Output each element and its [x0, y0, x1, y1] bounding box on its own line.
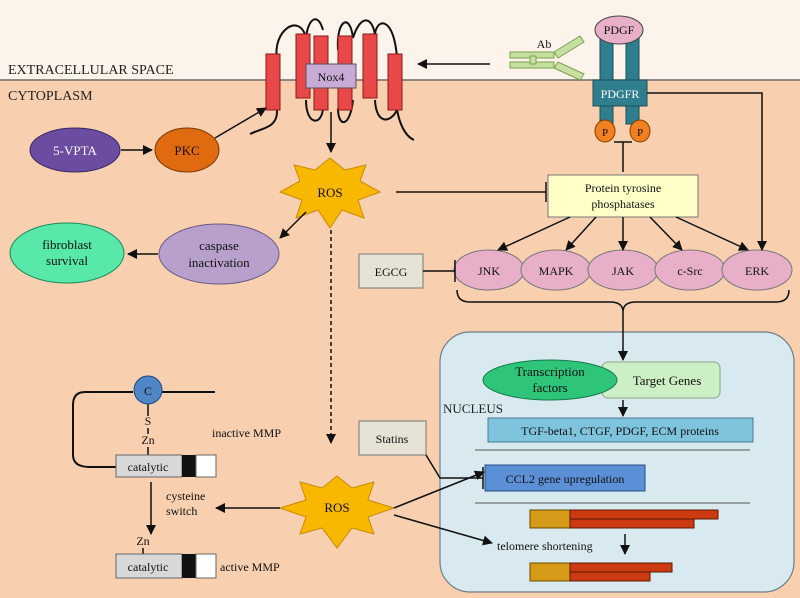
statins-label: Statins	[376, 432, 409, 446]
statins-box	[358, 420, 427, 456]
arrow-ptp-to-csrc	[649, 216, 683, 251]
ros-top-burst	[278, 157, 382, 229]
telomere-top-red-long	[569, 509, 719, 520]
arrow-pdgfr-to-erk	[647, 92, 767, 251]
telomere-top-red-short	[569, 518, 695, 529]
catalytic-top-white	[195, 454, 217, 478]
active-mmp-label: active MMP	[220, 560, 280, 574]
phospho-right	[629, 119, 651, 143]
arrow-ptp-to-erk	[675, 216, 749, 251]
arrow-ptp-to-jnk	[497, 216, 571, 251]
vpta-node	[29, 127, 121, 173]
extracellular-label: EXTRACELLULAR SPACE	[8, 63, 174, 78]
ccl2-box	[484, 464, 646, 492]
catalytic-bottom-label: catalytic	[128, 560, 169, 574]
ptp-box	[547, 174, 699, 218]
nucleus-label: NUCLEUS	[443, 401, 503, 416]
mmp-loop	[72, 391, 133, 468]
cysteine-switch-line1: cysteine	[166, 489, 205, 503]
transcription-line2: factors	[532, 380, 567, 395]
catalytic-top-black	[182, 455, 196, 477]
phospho-left	[594, 119, 616, 143]
catalytic-bottom-box	[115, 553, 183, 579]
catalytic-bottom-black	[182, 554, 196, 578]
pdgfr-label: PDGFR	[601, 87, 640, 101]
cytoplasm-label: CYTOPLASM	[8, 89, 93, 104]
pdgfr-box	[592, 79, 648, 107]
fibroblast-line2: survival	[46, 253, 88, 268]
arrow-ros-to-telomere	[393, 514, 493, 546]
pdgf-ligand	[594, 15, 644, 45]
telomere-bottom-orange	[529, 562, 571, 582]
pdgf-label: PDGF	[604, 23, 635, 37]
caspase-line1: caspase	[199, 238, 239, 253]
ros-bottom-burst	[278, 475, 396, 549]
transcription-factors-node	[482, 359, 618, 401]
target-gene-products-box	[487, 417, 754, 443]
telomere-bottom-red-short	[569, 571, 651, 582]
antibody-shape	[509, 35, 585, 81]
mapk-label: MAPK	[539, 264, 574, 278]
ptp-line1: Protein tyrosine	[585, 181, 661, 195]
inhibit-statins-ccl2	[425, 454, 483, 479]
zn-bottom-label: Zn	[136, 534, 149, 548]
inactive-mmp-label: inactive MMP	[212, 426, 281, 440]
csrc-label: c-Src	[677, 264, 702, 278]
cysteine-label: C	[144, 384, 152, 398]
vpta-label: 5-VPTA	[53, 143, 97, 158]
egcg-label: EGCG	[375, 265, 408, 279]
telomere-top-orange	[529, 509, 571, 529]
catalytic-top-label: catalytic	[128, 460, 169, 474]
target-genes-label: Target Genes	[633, 373, 702, 388]
telomere-bottom-red-long	[569, 562, 673, 573]
nox4-box	[305, 63, 357, 89]
arrow-ros-to-caspase	[279, 211, 307, 239]
sulfur-label: S	[145, 414, 152, 428]
phospho-left-label: P	[602, 127, 608, 139]
jnk-label: JNK	[478, 264, 500, 278]
phospho-right-label: P	[637, 127, 643, 139]
nox4-label: Nox4	[318, 70, 345, 84]
ptp-line2: phosphatases	[591, 197, 655, 211]
cysteine-switch-line2: switch	[166, 504, 197, 518]
inhibitions	[396, 141, 632, 489]
egcg-box	[358, 253, 424, 289]
erk-label: ERK	[745, 264, 769, 278]
ccl2-label: CCL2 gene upregulation	[506, 472, 625, 486]
pkc-label: PKC	[174, 143, 199, 158]
pkc-node	[154, 127, 220, 173]
antibody-label: Ab	[537, 37, 552, 51]
transcription-line1: Transcription	[515, 364, 585, 379]
nox4-transmembrane	[249, 18, 415, 141]
arrow-pkc-to-nox4	[214, 107, 267, 139]
telomere-label: telomere shortening	[497, 539, 593, 553]
cysteine-node	[133, 375, 163, 405]
ros-bottom-label: ROS	[324, 500, 349, 515]
ros-top-label: ROS	[317, 185, 342, 200]
arrow-ptp-to-mapk	[565, 216, 597, 251]
zn-top-label: Zn	[141, 433, 154, 447]
jak-label: JAK	[612, 264, 634, 278]
arrows	[121, 59, 767, 555]
fibroblast-line1: fibroblast	[42, 237, 92, 252]
catalytic-bottom-white	[195, 553, 217, 579]
fibroblast-survival-node	[9, 222, 125, 284]
caspase-node	[158, 223, 280, 285]
target-gene-products-label: TGF-beta1, CTGF, PDGF, ECM proteins	[521, 424, 719, 438]
caspase-line2: inactivation	[188, 255, 250, 270]
